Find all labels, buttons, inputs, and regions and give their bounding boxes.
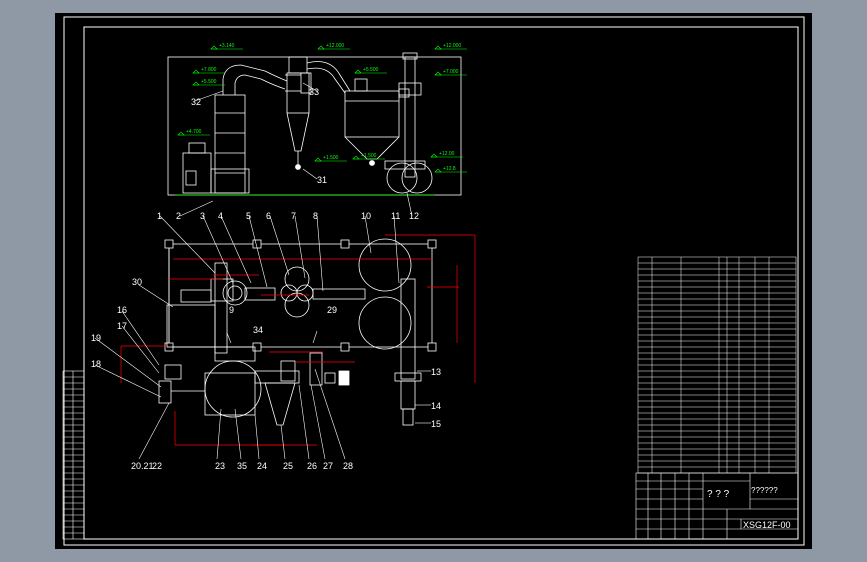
part-number: 15 <box>431 419 441 429</box>
part-number: 34 <box>253 325 263 335</box>
elevation-label: +5.500 <box>201 79 217 85</box>
elevation-label: +7.800 <box>201 67 217 73</box>
part-number: 7 <box>291 211 296 221</box>
leader-lines <box>94 82 431 460</box>
part-number: 33 <box>309 87 319 97</box>
part-number: 31 <box>317 175 327 185</box>
part-number: 26 <box>307 461 317 471</box>
parts-list <box>637 256 797 474</box>
fan-wheel-b <box>358 296 412 350</box>
part-number: 30 <box>132 277 142 287</box>
lower-fan <box>204 360 262 418</box>
part-number: 2 <box>176 211 181 221</box>
dimension-lines <box>120 234 476 446</box>
plan-grid <box>168 243 433 348</box>
title-text: ? ? ? <box>707 489 730 500</box>
part-number: 3 <box>200 211 205 221</box>
part-number: 18 <box>91 359 101 369</box>
part-number: 23 <box>215 461 225 471</box>
elevation-label: +12.00 <box>439 151 455 157</box>
part-number: 27 <box>323 461 333 471</box>
part-number: 1 <box>157 211 162 221</box>
part-number: 17 <box>117 321 127 331</box>
part-number: 35 <box>237 461 247 471</box>
part-number: 12 <box>409 211 419 221</box>
part-number: 25 <box>283 461 293 471</box>
title-subtitle: ?????? <box>751 486 778 495</box>
elevation-frame <box>167 56 462 196</box>
drawing-number: XSG12F-00 <box>743 520 791 530</box>
elevation-view <box>167 52 462 196</box>
part-number: 11 <box>391 211 400 221</box>
small-cyclone <box>264 382 296 426</box>
part-number: 19 <box>91 333 101 343</box>
plan-view <box>158 238 437 426</box>
part-number: 32 <box>191 97 201 107</box>
exhaust-fan <box>386 162 418 194</box>
outer-border <box>63 16 805 546</box>
elevation-label: +1.500 <box>323 155 339 161</box>
part-number: 22 <box>152 461 162 471</box>
inner-border <box>83 26 799 540</box>
part-number: 13 <box>431 367 441 377</box>
part-number: 9 <box>229 305 234 315</box>
curved-duct <box>222 64 288 95</box>
part-number: 16 <box>117 305 127 315</box>
elevation-label: +3.140 <box>219 43 235 49</box>
elevation-label: +5.500 <box>363 67 379 73</box>
elevation-label: +4.700 <box>186 129 202 135</box>
exhaust-stack <box>404 56 416 178</box>
elevation-label: +1.500 <box>361 153 377 159</box>
elevation-label: +12.000 <box>443 43 461 49</box>
hot-air-room <box>166 304 216 348</box>
bag-filter <box>344 90 400 138</box>
title-block <box>635 472 799 540</box>
part-number: 28 <box>343 461 353 471</box>
part-number: 6 <box>266 211 271 221</box>
part-number: 14 <box>431 401 441 411</box>
part-number: 24 <box>257 461 267 471</box>
part-number: 8 <box>313 211 318 221</box>
elevation-label: +12.8 <box>443 166 456 172</box>
side-revision-strip <box>62 370 85 540</box>
part-number: 10 <box>361 211 371 221</box>
drawing-sheet: +3.140 +7.800 +5.500 +12.000 +5.500 +12.000 +7… <box>55 13 812 549</box>
drying-column <box>214 94 246 194</box>
part-number: 4 <box>218 211 223 221</box>
fan-wheel-a <box>358 238 412 292</box>
elevation-label: +7.000 <box>443 69 459 75</box>
hot-air-furnace <box>182 152 212 194</box>
part-number: 20.21 <box>131 461 154 471</box>
elevation-markers: +3.140 +7.800 +5.500 +12.000 +5.500 +12.000 +7… <box>177 43 467 173</box>
elevation-label: +12.000 <box>326 43 344 49</box>
part-number: 5 <box>246 211 251 221</box>
cad-drawing: +3.140 +7.800 +5.500 +12.000 +5.500 +12.000 +7… <box>62 16 805 546</box>
part-number: 29 <box>327 305 337 315</box>
